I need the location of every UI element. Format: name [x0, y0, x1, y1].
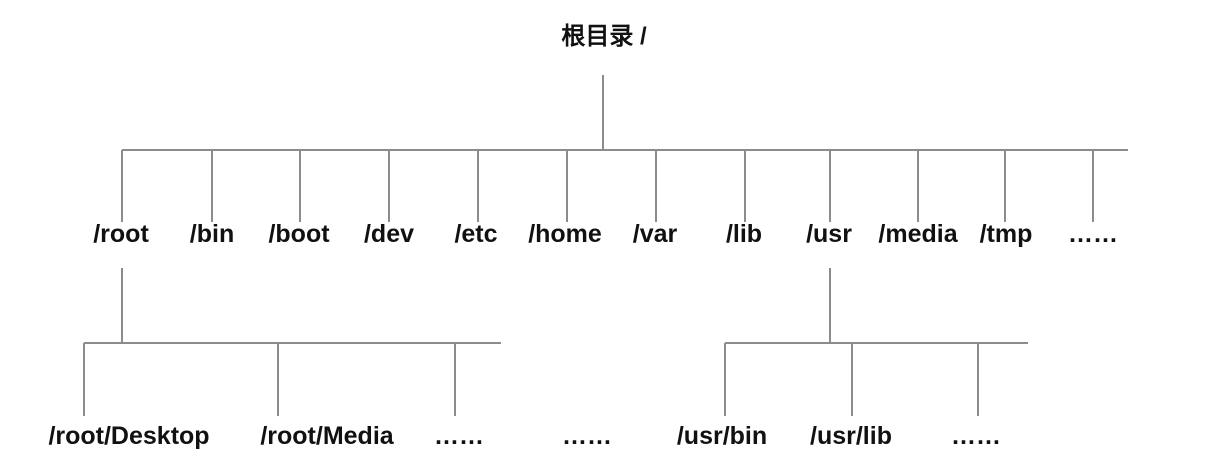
node-usr: /usr: [806, 220, 852, 248]
node-media: /media: [878, 220, 958, 248]
node-dev: /dev: [363, 220, 415, 248]
node-etc: /etc: [454, 220, 498, 248]
node-bin: /bin: [189, 220, 235, 248]
node-usr-more: ……: [951, 422, 1001, 450]
node-more: ……: [1068, 220, 1118, 248]
node-var: /var: [632, 220, 678, 248]
node-home: /home: [528, 220, 602, 248]
node-root-more: ……: [434, 422, 484, 450]
node-boot: /boot: [268, 220, 330, 248]
node-root-media: /root/Media: [260, 422, 394, 450]
node-root: /root: [93, 220, 149, 248]
root-directory-label: 根目录 /: [561, 23, 647, 50]
node-middle-ellipsis: ……: [562, 422, 612, 450]
node-usr-lib: /usr/lib: [810, 422, 892, 450]
node-tmp: /tmp: [979, 220, 1033, 248]
node-usr-bin: /usr/bin: [676, 422, 768, 450]
node-lib: /lib: [725, 220, 763, 248]
node-root-desktop: /root/Desktop: [48, 422, 210, 450]
